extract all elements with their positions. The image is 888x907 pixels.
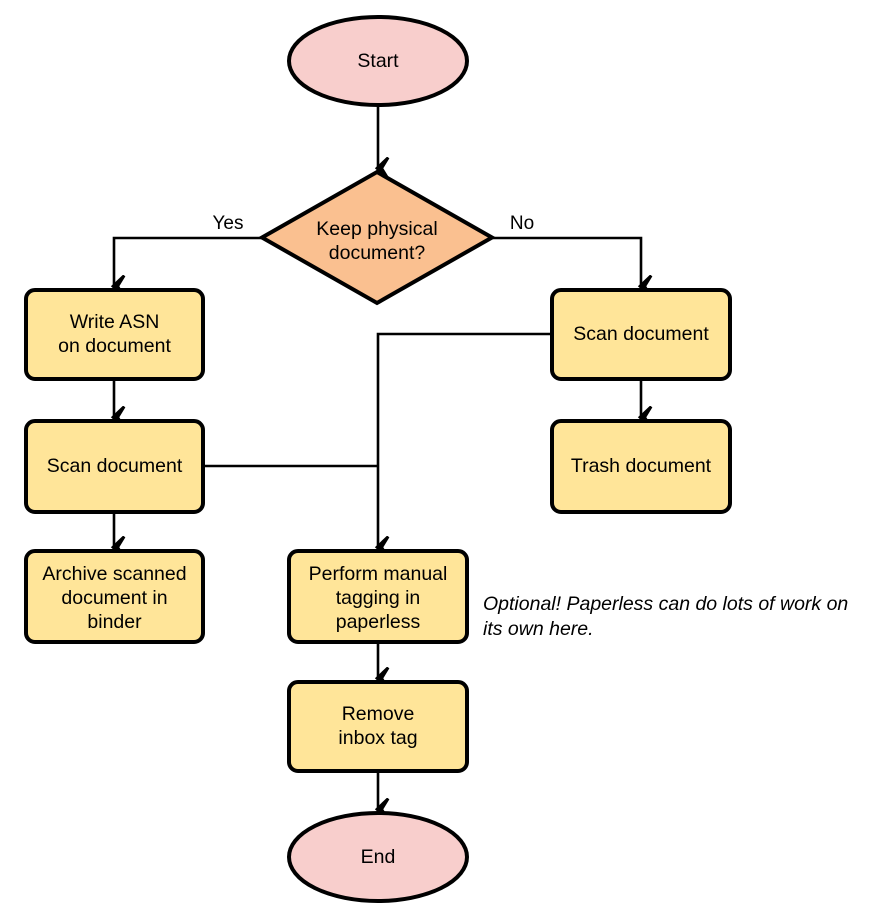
scan-document-right-label: Scan document [573,323,709,345]
edge-decision-to-scan-right [492,236,641,286]
node-archive-scanned[interactable]: Archive scanned document in binder [24,549,205,644]
edge-scan-right-to-tagging [378,332,552,547]
node-layer: Start Keep physical document? Write ASN … [24,15,732,903]
remove-inbox-tag-box-shape[interactable] [287,680,469,773]
write-asn-label-line1: Write ASN [70,311,160,333]
optional-note-line2: its own here. [483,618,594,640]
optional-note-line1: Optional! Paperless can do lots of work … [483,593,848,615]
edge-label-layer: Yes No [213,213,535,234]
decision-label-line1: Keep physical [316,218,437,240]
node-remove-inbox-tag[interactable]: Remove inbox tag [287,680,469,773]
remove-inbox-tag-label-line1: Remove [342,703,415,725]
manual-tagging-label-line2: tagging in [336,587,421,609]
manual-tagging-label-line1: Perform manual [309,563,448,585]
remove-inbox-tag-label-line2: inbox tag [338,727,417,749]
node-end[interactable]: End [287,811,469,903]
edge-label-yes: Yes [213,213,244,234]
write-asn-box-shape[interactable] [24,288,205,381]
archive-scanned-box-shape[interactable] [24,549,205,644]
start-label: Start [357,50,399,72]
node-trash-document[interactable]: Trash document [550,419,732,514]
scan-document-right-box-shape[interactable] [550,288,732,381]
manual-tagging-label-line3: paperless [336,611,421,633]
scan-document-left-box-shape[interactable] [24,419,205,514]
annotation-layer: Optional! Paperless can do lots of work … [483,593,848,640]
decision-diamond-shape[interactable] [257,169,497,306]
node-keep-physical-decision[interactable]: Keep physical document? [257,169,497,306]
write-asn-label-line2: on document [58,335,171,357]
edge-label-no: No [510,213,534,234]
manual-tagging-box-shape[interactable] [287,549,469,644]
edge-layer [114,105,641,809]
edge-decision-to-write-asn [114,236,262,286]
node-write-asn[interactable]: Write ASN on document [24,288,205,381]
node-scan-document-left[interactable]: Scan document [24,419,205,514]
end-label: End [361,846,396,868]
node-manual-tagging[interactable]: Perform manual tagging in paperless [287,549,469,644]
node-start[interactable]: Start [287,15,469,107]
end-terminator-shape[interactable] [287,811,469,903]
scan-document-left-label: Scan document [47,455,183,477]
trash-document-label: Trash document [571,455,712,477]
node-scan-document-right[interactable]: Scan document [550,288,732,381]
trash-document-box-shape[interactable] [550,419,732,514]
archive-scanned-label-line2: document in [61,587,167,609]
start-terminator-shape[interactable] [287,15,469,107]
archive-scanned-label-line1: Archive scanned [42,563,186,585]
decision-label-line2: document? [329,242,426,264]
archive-scanned-label-line3: binder [87,611,142,633]
